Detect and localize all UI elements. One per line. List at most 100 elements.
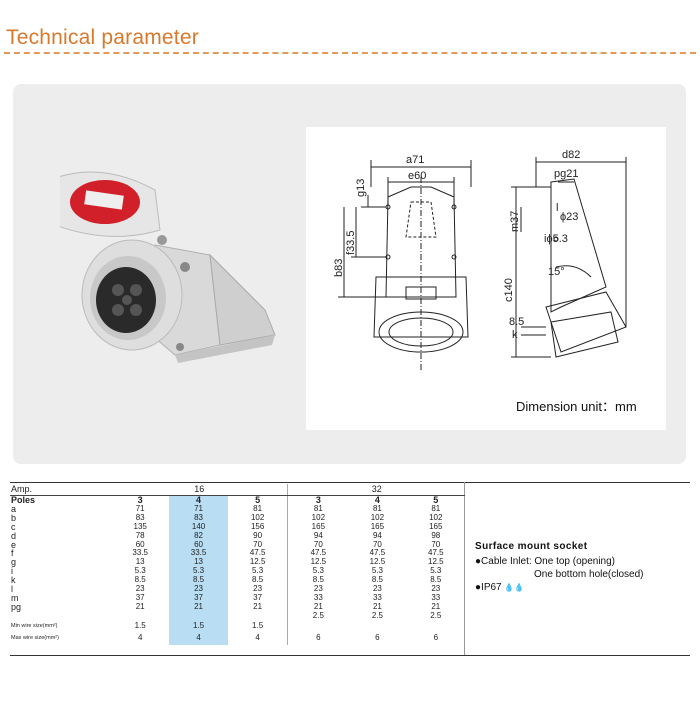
spec-cell: 5.3 (371, 566, 383, 576)
spec-cell: 5.3 (169, 566, 228, 577)
spec-cell: 1.5 (169, 620, 228, 633)
product-info: Surface mount socket ●Cable Inlet: One t… (475, 541, 644, 595)
spec-cell: 98 (431, 530, 441, 540)
spec-cell: 47.5 (428, 548, 444, 558)
spec-row-label: pg (11, 601, 22, 612)
spec-cell: 21 (372, 601, 382, 611)
title-divider (4, 52, 696, 54)
spec-cell (228, 612, 288, 621)
amp-value: 32 (287, 484, 465, 496)
spec-cell: 21 (169, 602, 228, 612)
spec-divider (464, 482, 465, 655)
spec-cell: 5 (433, 495, 439, 505)
spec-cell: 12.5 (428, 557, 444, 567)
spec-cell: 33.5 (132, 548, 148, 558)
spec-cell: 8.5 (169, 575, 228, 586)
spec-row-label: Max wire size(mm²) (11, 635, 59, 642)
dim-c-label: c140 (503, 278, 515, 302)
spec-cell: 165 (429, 521, 443, 531)
spec-cell: 47.5 (249, 548, 266, 558)
spec-cell: 21 (135, 601, 145, 611)
spec-cell: 6 (375, 633, 380, 643)
amp-row: Amp. 16 32 (10, 484, 465, 496)
cable-inlet-text: ●Cable Inlet: One top (opening) (475, 556, 616, 567)
spec-cell: 82 (169, 531, 228, 541)
spec-cell: 94 (372, 530, 382, 540)
spec-cell (348, 621, 406, 633)
spec-cell: 2.5 (430, 610, 442, 620)
dim-i-label: iϕ5.3 (544, 233, 568, 245)
spec-cell: 90 (253, 530, 263, 540)
spec-cell: 2.5 (371, 610, 383, 620)
spec-cell: 102 (287, 513, 349, 523)
spec-cell: 33.5 (169, 549, 228, 559)
spec-cell: 4 (374, 495, 380, 505)
cable-inlet-text-2: One bottom hole(closed) (534, 569, 644, 580)
spec-cell: 70 (287, 540, 349, 550)
spec-cell: 70 (253, 539, 263, 549)
spec-cell: 102 (370, 512, 385, 522)
spec-cell: 33 (431, 592, 441, 602)
spec-cell: 6 (433, 633, 439, 643)
spec-cell: 23 (135, 584, 145, 594)
spec-cell: 8.5 (371, 575, 383, 585)
spec-cell: 5.3 (134, 566, 146, 576)
spec-cell: 140 (169, 522, 228, 532)
spec-cell: 81 (431, 503, 441, 513)
spec-cell: 23 (287, 584, 349, 594)
dim-pg-label: pg21 (554, 168, 578, 180)
spec-cell: 37 (253, 592, 263, 602)
spec-cell: 135 (133, 521, 147, 531)
spec-cell: 102 (429, 512, 443, 522)
dimension-drawing: a71 e60 g13 f33.5 b83 d82 pg21 l ϕ23 m37… (306, 127, 666, 430)
spec-bottom-rule (10, 655, 690, 656)
dim-m-label: m37 (509, 211, 521, 232)
spec-cell: 5.3 (287, 566, 349, 577)
dim-a-label: a71 (406, 154, 424, 166)
spec-cell (407, 621, 465, 633)
spec-cell: 8.5 (287, 575, 349, 586)
spec-row-label: c (11, 521, 16, 532)
spec-cell: 4 (137, 633, 143, 643)
dim-k-label: k (512, 329, 518, 341)
spec-cell: 23 (253, 584, 263, 594)
spec-cell: 1.5 (252, 621, 264, 631)
spec-cell: 8.5 (430, 575, 442, 585)
spec-cell: 13 (135, 557, 145, 567)
spec-cell: 81 (287, 504, 349, 514)
spec-cell: 37 (135, 592, 145, 602)
spec-cell: 71 (169, 504, 228, 514)
spec-row-label: i (11, 566, 13, 577)
dim-d-label: d82 (562, 149, 580, 161)
spec-cell (111, 612, 169, 621)
amp-label: Amp. (10, 484, 111, 496)
dim-g-label: g13 (355, 179, 367, 197)
spec-cell: 83 (169, 513, 228, 523)
spec-cell: 4 (169, 495, 228, 505)
spec-cell: 4 (255, 633, 260, 643)
spec-cell: 47.5 (287, 549, 349, 559)
spec-cell: 33 (372, 592, 382, 602)
dim-b-label: b83 (333, 259, 345, 277)
spec-cell: 12.5 (369, 557, 386, 567)
spec-row-label: f (11, 548, 14, 559)
spec-row-label: d (11, 530, 17, 541)
spec-cell: 3 (287, 495, 349, 505)
spec-row-label: m (11, 592, 19, 603)
dim-e-label: e60 (408, 170, 426, 182)
dimension-diagram: a71 e60 g13 f33.5 b83 d82 pg21 l ϕ23 m37… (333, 149, 627, 372)
